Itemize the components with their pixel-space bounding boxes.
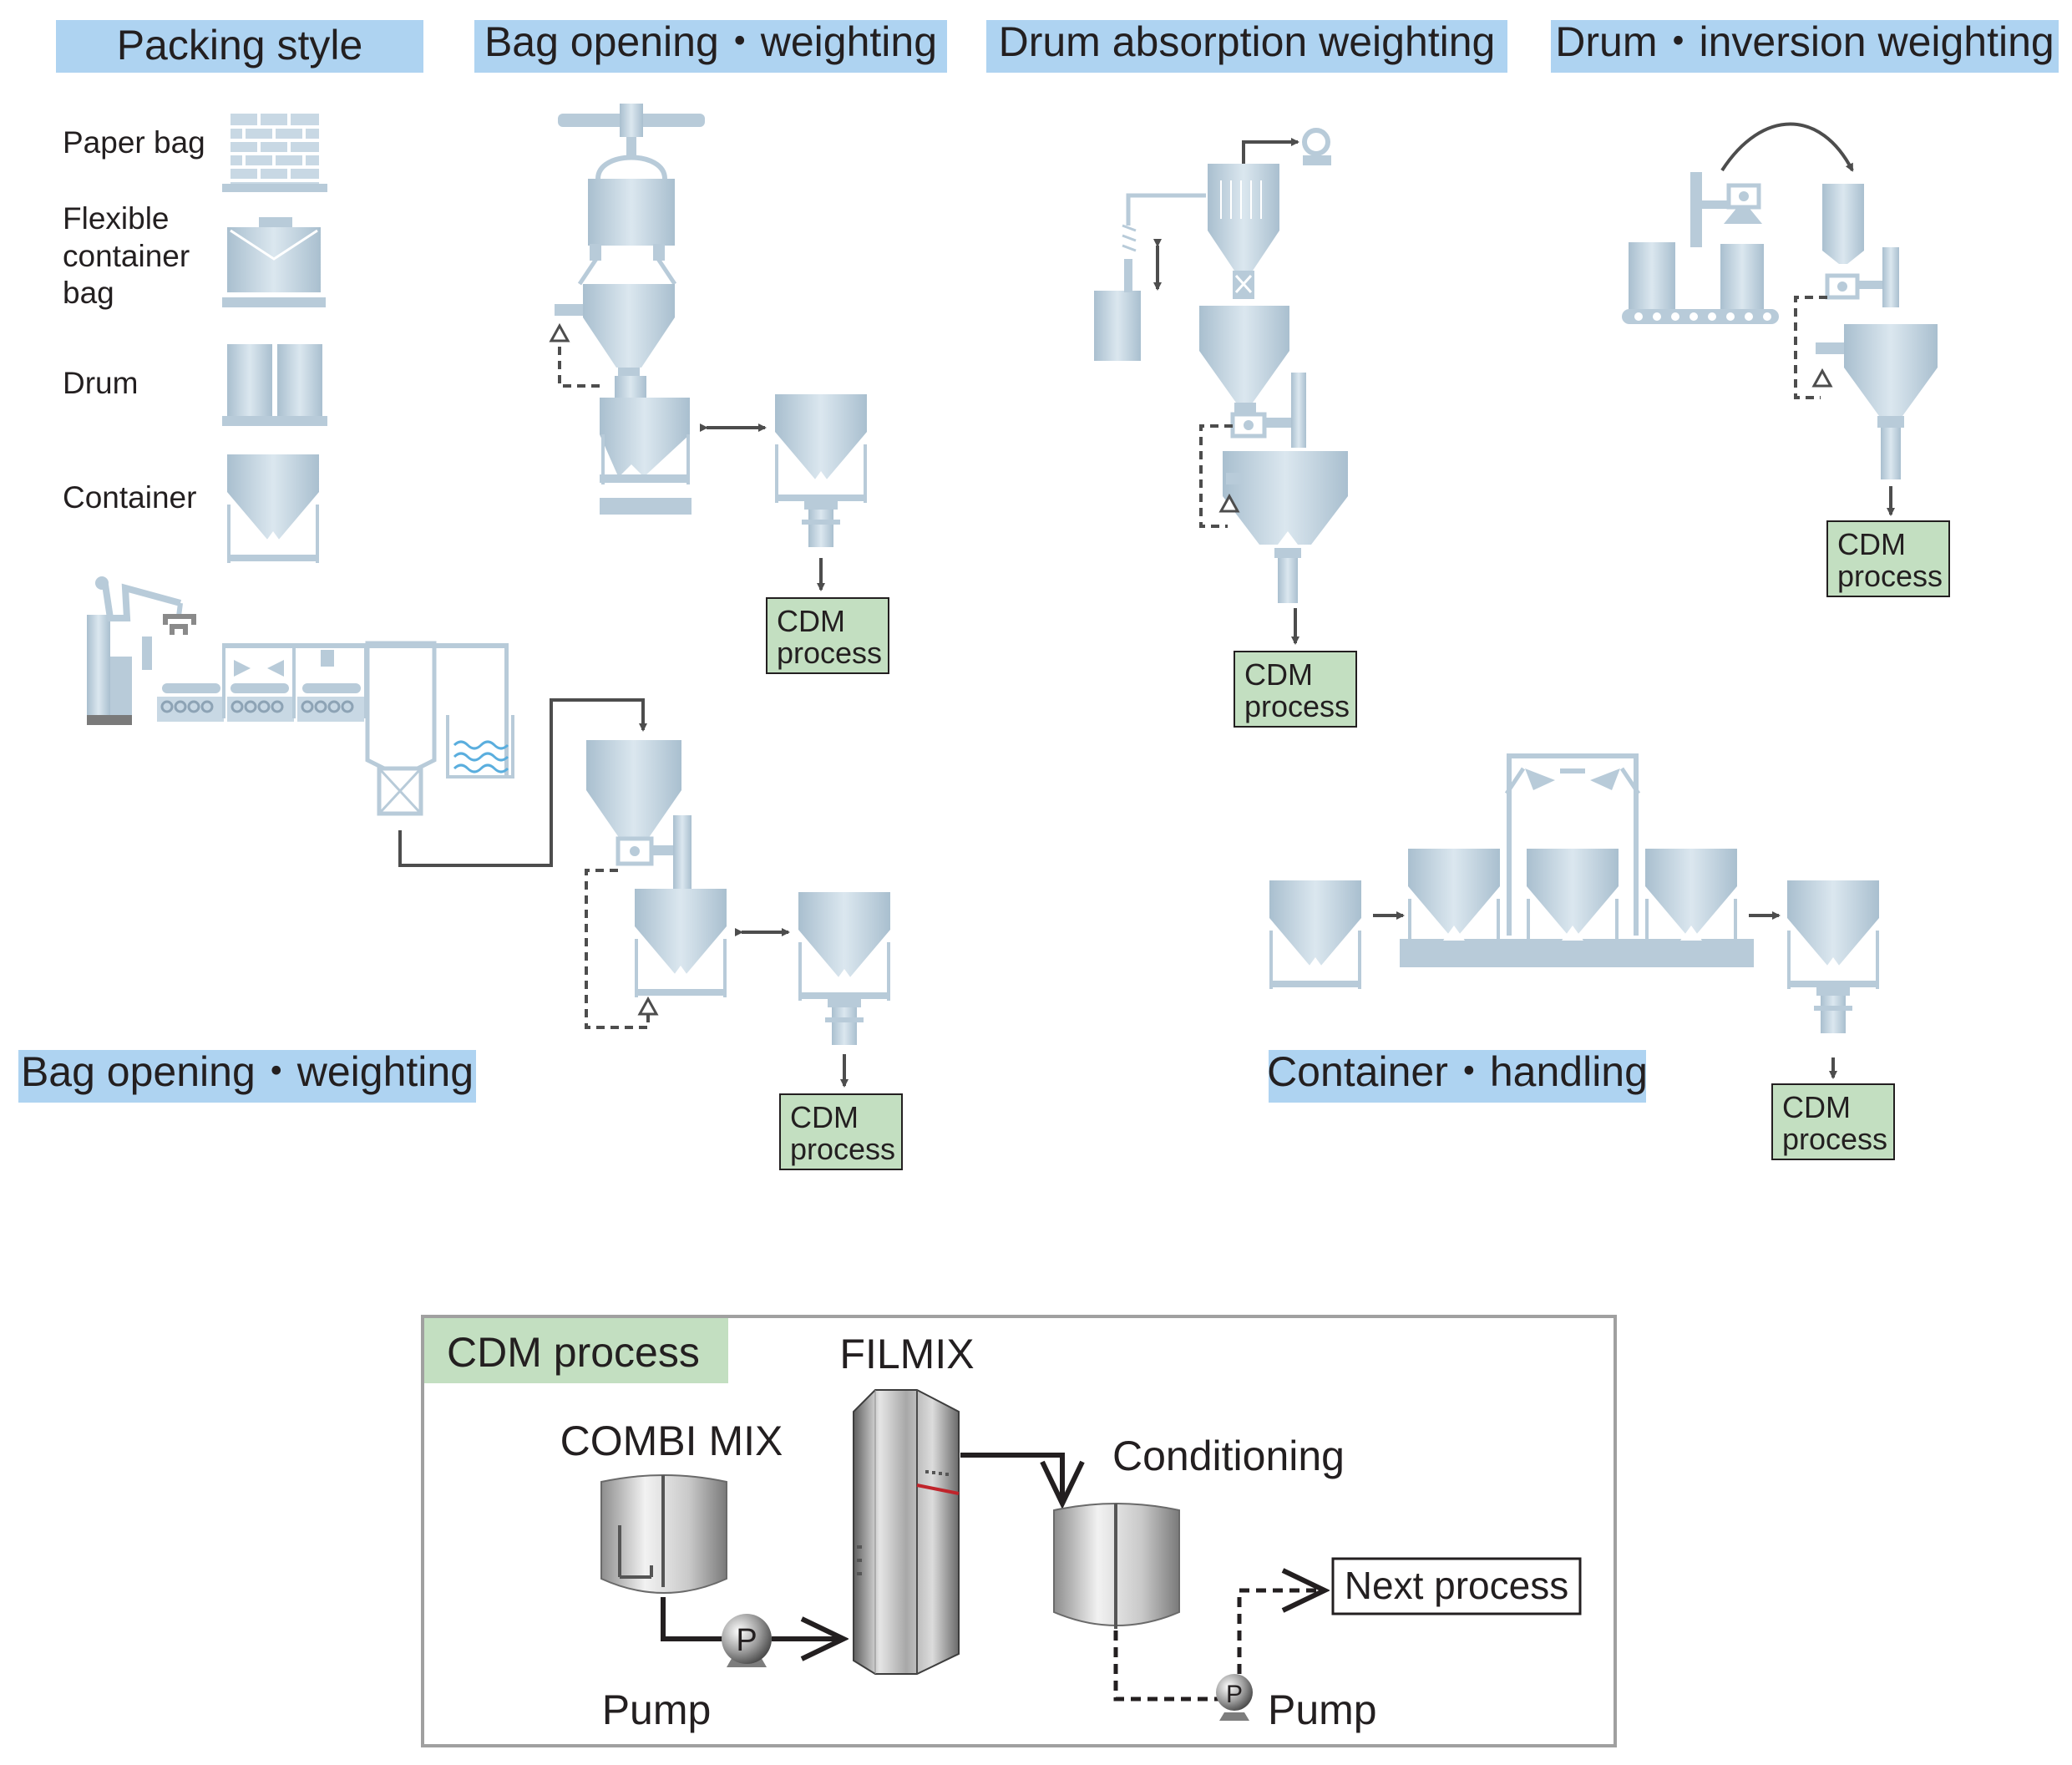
container-handling-line [1269,753,1879,1079]
header-bag-opening-top: Bag opening・weighting [474,18,947,73]
svg-text:Paper bag: Paper bag [63,125,205,160]
conditioning-tank-icon [1053,1503,1180,1629]
svg-text:P: P [736,1623,757,1658]
drum-icon [222,344,327,426]
packing-style-flexible-container-bag: Flexible container bag [63,201,326,310]
svg-text:process: process [1837,559,1943,593]
bag-conveyor-1 [157,683,224,722]
svg-text:Drum・inversion weighting: Drum・inversion weighting [1555,18,2054,65]
pump-right-icon: P [1216,1674,1253,1721]
bag-conveyor-2 [227,683,294,722]
next-process-box: Next process [1331,1557,1582,1615]
pump-left-icon: P [722,1614,772,1667]
svg-text:P: P [1226,1681,1243,1708]
svg-text:Drum absorption weighting: Drum absorption weighting [999,18,1496,65]
bag-opening-bottom-line [87,576,890,1088]
svg-text:CDM: CDM [777,604,845,638]
svg-text:Next process: Next process [1345,1564,1568,1607]
svg-text:Container・handling: Container・handling [1267,1048,1648,1095]
svg-text:CDM: CDM [1244,657,1313,692]
cdm-process-box-5: CDM process [1771,1083,1895,1160]
svg-text:process: process [777,636,882,670]
svg-text:process: process [1244,689,1350,723]
header-packing-style: Packing style [56,20,423,73]
header-drum-absorption: Drum absorption weighting [986,18,1507,73]
cdm-panel-title: CDM process [447,1329,700,1376]
header-container-handling: Container・handling [1267,1048,1648,1103]
svg-text:Bag opening・weighting: Bag opening・weighting [21,1048,474,1095]
svg-text:process: process [790,1132,895,1166]
svg-text:Flexible: Flexible [63,201,170,236]
header-bag-opening-bottom: Bag opening・weighting [18,1048,476,1103]
drum-absorption-line [1094,128,1348,645]
packing-style-container: Container [63,454,319,563]
packing-style-drum: Drum [63,344,327,426]
header-drum-inversion: Drum・inversion weighting [1551,18,2059,73]
filmix-tower-icon [853,1389,960,1675]
svg-text:container: container [63,239,190,273]
combi-mix-label: COMBI MIX [560,1418,783,1464]
paper-bag-stack-icon [222,114,327,192]
svg-text:CDM: CDM [1837,527,1906,561]
svg-text:Packing style: Packing style [117,22,363,68]
svg-text:process: process [1782,1122,1887,1156]
container-hopper-icon [227,454,319,563]
bag-conveyor-3 [297,683,364,722]
conditioning-label: Conditioning [1112,1433,1345,1479]
flexible-container-bag-icon [222,217,326,307]
svg-text:Bag opening・weighting: Bag opening・weighting [484,18,937,65]
svg-text:bag: bag [63,276,114,310]
combi-mix-tank-icon [600,1474,727,1594]
cdm-process-box-1: CDM process [766,597,889,674]
cdm-process-box-4: CDM process [779,1093,903,1170]
packing-style-paper-bag: Paper bag [63,114,327,192]
cdm-process-panel: CDM process COMBI MIX P Pump FILMIX [421,1315,1617,1747]
pump-left-label: Pump [602,1686,712,1733]
cdm-process-box-2: CDM process [1234,651,1357,728]
svg-text:CDM: CDM [790,1100,859,1134]
drum-inversion-line [1622,122,1938,516]
filmix-label: FILMIX [839,1331,974,1377]
pump-right-label: Pump [1268,1686,1377,1733]
cdm-process-box-3: CDM process [1826,520,1950,597]
bag-opening-top-line [549,104,867,591]
svg-text:Container: Container [63,480,196,515]
svg-text:Drum: Drum [63,366,138,400]
svg-text:CDM: CDM [1782,1090,1851,1124]
